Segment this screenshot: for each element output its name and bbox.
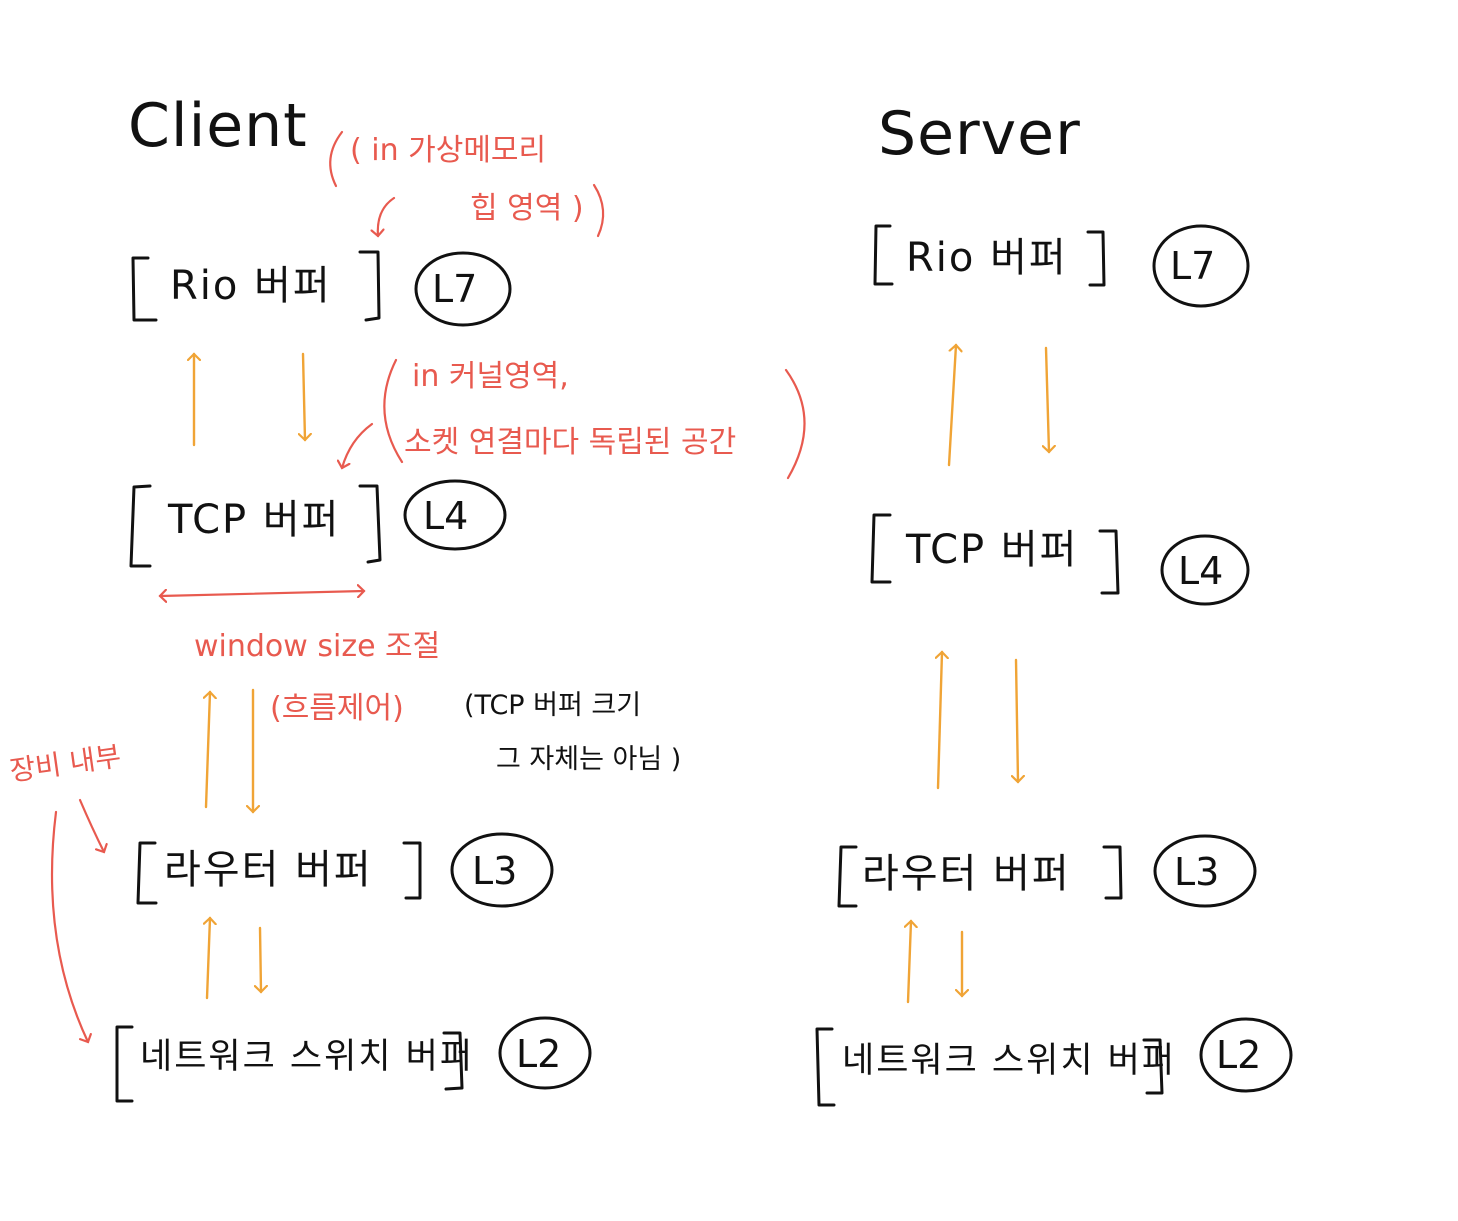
server-l7-circle (1152, 224, 1250, 308)
client-layer-circles (403, 251, 592, 1090)
server-l4-text: L4 (1178, 549, 1224, 593)
client-l4-circle (403, 479, 507, 551)
server-tcp-to-rio-arrow (947, 345, 956, 467)
server-router-label: 라우터 버퍼 (862, 851, 1071, 897)
client-rio-label: Rio 버퍼 (170, 263, 332, 309)
server-tcp-to-router-arrow (1016, 658, 1018, 782)
server-tcp-label: TCP 버퍼 (906, 527, 1079, 573)
client-l4-text: L4 (423, 494, 469, 538)
client-rio-box (131, 250, 381, 322)
server-switch-to-router-arrow (908, 921, 911, 1004)
server-l3-text: L3 (1174, 850, 1220, 894)
device-inside-router-arrow (78, 798, 104, 852)
server-switch-label: 네트워크 스위치 버퍼 (842, 1041, 1177, 1081)
server-switch-box (815, 1027, 1164, 1107)
client-l3-circle (450, 832, 554, 908)
kernel-note-close-paren (784, 368, 806, 480)
server-l2-text: L2 (1216, 1033, 1262, 1077)
client-switch-to-router-arrow (207, 918, 210, 1000)
server-rio-to-tcp-arrow (1046, 346, 1049, 452)
server-router-to-tcp-arrow (938, 652, 942, 790)
device-inside-switch-arrow (50, 810, 88, 1042)
kernel-note-line2: 소켓 연결마다 독립된 공간 (404, 425, 737, 460)
heap-note-close-paren (592, 183, 605, 238)
client-router-to-switch-arrow (260, 926, 261, 992)
heap-note-line2: 힙 영역 ) (470, 191, 584, 226)
client-router-to-tcp-arrow (206, 692, 210, 809)
kernel-note-line1: in 커널영역, (412, 359, 569, 394)
tcp-size-note-line2: 그 자체는 아님 ) (496, 744, 682, 775)
kernel-note-pointer-arrow (342, 422, 374, 468)
server-l7-text: L7 (1170, 244, 1216, 288)
server-rio-box (873, 224, 1106, 287)
tcp-size-note-line1: (TCP 버퍼 크기 (464, 690, 642, 721)
client-rio-to-tcp-arrow (303, 352, 305, 440)
client-l2-text: L2 (516, 1032, 562, 1076)
server-l4-circle (1160, 534, 1250, 606)
heap-note-open-paren (329, 130, 344, 188)
client-flow-arrows (194, 352, 305, 1000)
client-l7-text: L7 (432, 267, 478, 311)
window-size-note: window size 조절 (194, 629, 441, 664)
red-annotations (50, 130, 806, 1042)
heap-note-line1: ( in 가상메모리 (350, 133, 547, 168)
window-size-double-arrow (160, 591, 364, 596)
server-title: Server (878, 99, 1081, 169)
client-router-box (136, 841, 422, 905)
server-router-box (837, 845, 1123, 908)
kernel-note-open-paren (383, 358, 404, 464)
client-title: Client (128, 91, 308, 161)
heap-note-pointer-arrow (378, 196, 396, 236)
client-switch-box (115, 1025, 464, 1103)
server-flow-arrows (908, 345, 1049, 1004)
server-l3-circle (1153, 834, 1257, 908)
client-tcp-label: TCP 버퍼 (168, 497, 341, 543)
client-l2-circle (498, 1016, 592, 1090)
server-layer-circles (1152, 224, 1293, 1093)
server-tcp-box (870, 513, 1120, 595)
client-l7-circle (414, 251, 512, 327)
server-l2-circle (1199, 1017, 1293, 1093)
client-tcp-box (129, 484, 382, 568)
flow-control-note: (흐름제어) (270, 691, 404, 726)
client-router-label: 라우터 버퍼 (164, 847, 373, 893)
client-switch-label: 네트워크 스위치 버퍼 (140, 1037, 475, 1077)
server-rio-label: Rio 버퍼 (906, 235, 1068, 281)
client-l3-text: L3 (472, 849, 518, 893)
